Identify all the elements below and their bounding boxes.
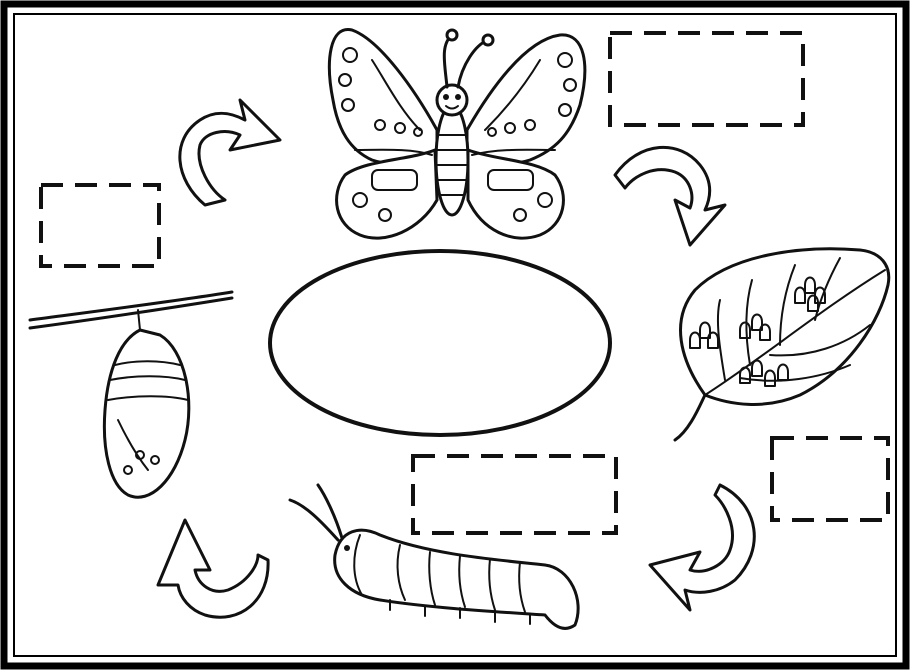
arrow-egg-to-larva-icon [650,485,754,610]
label-box-adult[interactable] [610,33,803,125]
butterfly-icon [329,30,584,239]
arrow-larva-to-pupa-icon [158,520,268,617]
label-box-pupa[interactable] [41,185,159,266]
center-oval[interactable] [270,251,610,435]
arrow-adult-to-egg-icon [615,147,725,245]
label-box-larva[interactable] [413,456,616,533]
label-box-egg[interactable] [772,438,888,520]
chrysalis-icon [30,292,232,497]
leaf-with-eggs-icon [675,249,889,440]
arrow-pupa-to-adult-icon [180,100,280,205]
